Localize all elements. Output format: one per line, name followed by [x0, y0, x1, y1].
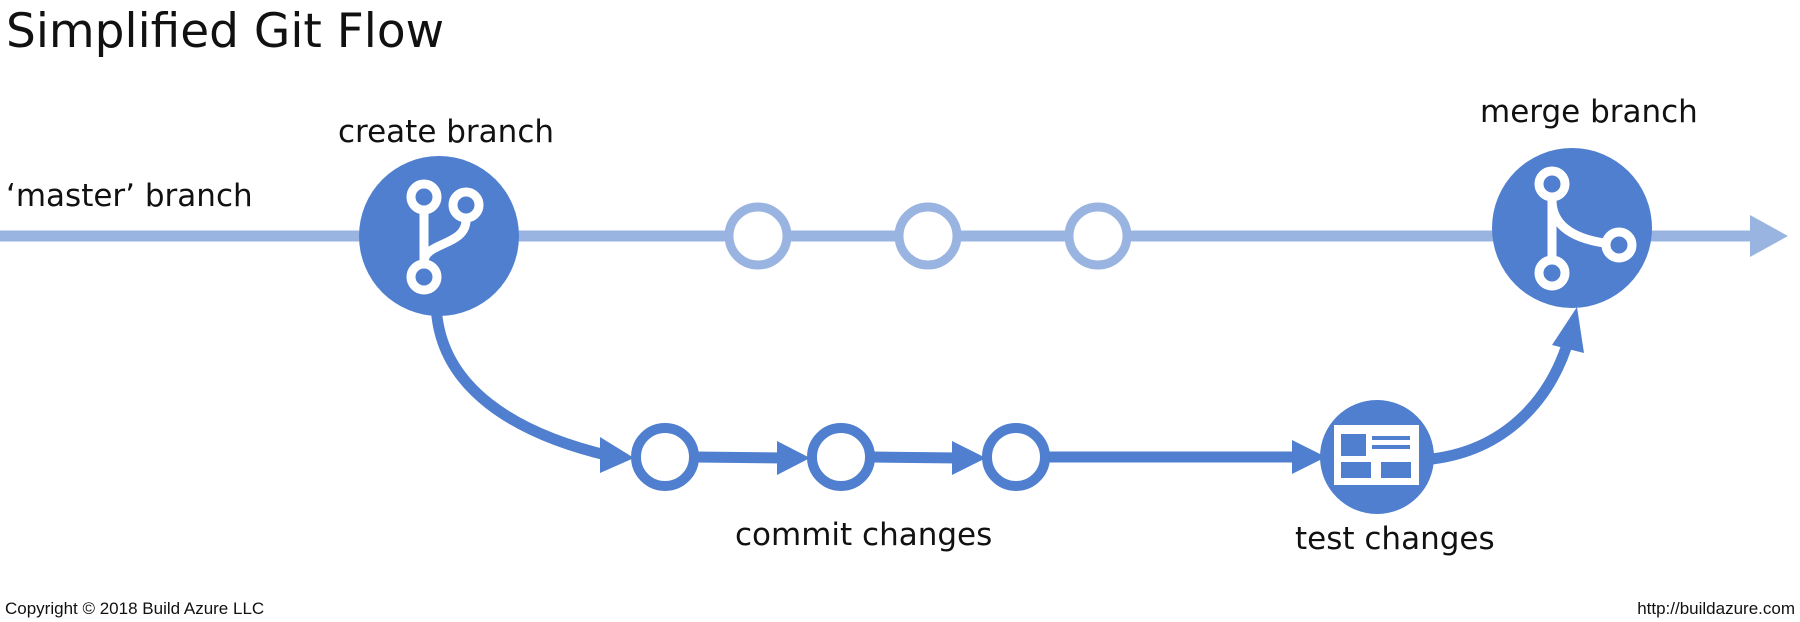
master-branch-label: ‘master’ branch — [6, 178, 253, 214]
master-arrow-head — [1750, 215, 1788, 257]
merge-branch-node — [1492, 148, 1652, 308]
merge-arrow-head — [1552, 307, 1584, 353]
commit-connector-1 — [694, 451, 786, 464]
website-link[interactable]: http://buildazure.com — [1637, 599, 1795, 618]
feature-arrow-head-4 — [1292, 440, 1326, 474]
feature-branch-merge-curve — [1431, 333, 1576, 465]
commit-changes-label: commit changes — [735, 517, 993, 553]
feature-commit-2 — [807, 423, 875, 491]
git-merge-icon — [1534, 166, 1637, 291]
copyright-text: Copyright © 2018 Build Azure LLC — [5, 599, 265, 618]
feature-arrow-head-2 — [777, 441, 810, 475]
master-commit-3 — [1064, 202, 1132, 270]
feature-branch-start-curve — [430, 299, 612, 462]
commit-connector-2 — [870, 451, 961, 464]
feature-commit-3 — [982, 423, 1050, 491]
feature-arrow-head-3 — [952, 441, 986, 475]
create-branch-node — [359, 156, 519, 316]
merge-branch-label: merge branch — [1480, 94, 1698, 130]
create-branch-label: create branch — [338, 114, 555, 150]
browser-window-icon — [1334, 425, 1419, 485]
feature-arrow-head-1 — [600, 437, 634, 473]
test-changes-node — [1320, 400, 1434, 514]
test-changes-label: test changes — [1295, 521, 1495, 557]
master-commit-2 — [894, 202, 962, 270]
feature-commit-1 — [631, 423, 699, 491]
master-commit-1 — [724, 202, 792, 270]
page-title: Simplified Git Flow — [6, 4, 445, 59]
master-branch-line — [0, 215, 1788, 257]
git-branch-icon — [406, 179, 484, 295]
